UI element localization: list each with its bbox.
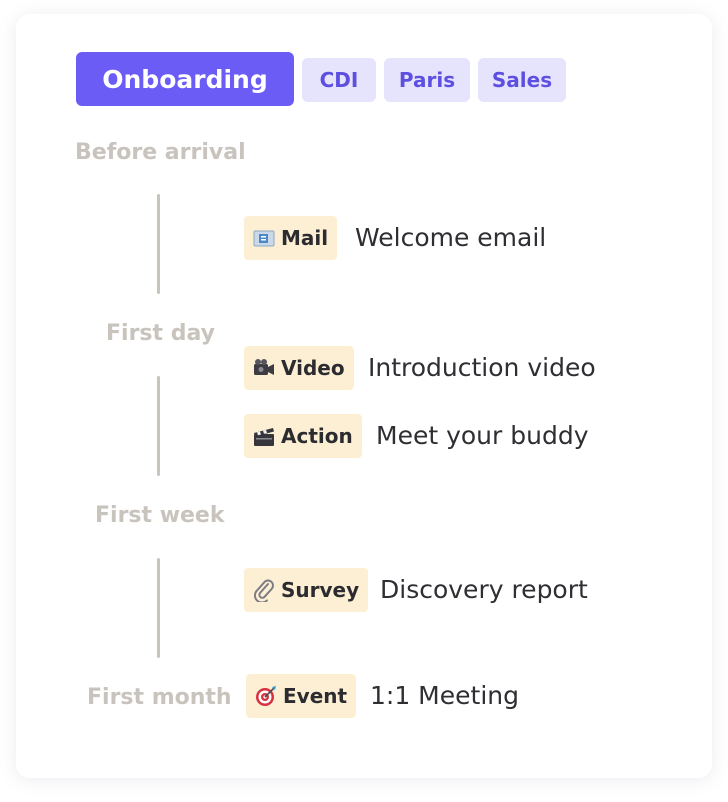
step-type-badge-mail[interactable]: Mail xyxy=(244,216,338,260)
step-type-badge-event[interactable]: Event xyxy=(246,674,357,718)
tag-paris[interactable]: Paris xyxy=(384,58,470,102)
step-title-welcome-email[interactable]: Welcome email xyxy=(355,223,547,252)
step-title-meet-your-buddy[interactable]: Meet your buddy xyxy=(376,421,589,450)
onboarding-title: Onboarding xyxy=(102,64,268,94)
tag-cdi[interactable]: CDI xyxy=(302,58,376,102)
phase-label-first-week: First week xyxy=(95,503,225,528)
step-type-badge-video[interactable]: Video xyxy=(244,346,354,390)
step-title-introduction-video[interactable]: Introduction video xyxy=(368,353,596,382)
onboarding-title-tag[interactable]: Onboarding xyxy=(76,52,294,106)
phase-label-before-arrival: Before arrival xyxy=(75,140,246,165)
step-type-label: Event xyxy=(283,684,348,708)
target-icon xyxy=(254,684,278,708)
tag-label: Sales xyxy=(491,68,553,92)
phase-label-first-month: First month xyxy=(87,685,232,710)
clapperboard-icon xyxy=(252,424,276,448)
tag-sales[interactable]: Sales xyxy=(478,58,566,102)
step-title-one-on-one-meeting[interactable]: 1:1 Meeting xyxy=(370,681,519,710)
mail-icon xyxy=(252,226,276,250)
onboarding-card xyxy=(16,14,712,778)
timeline-line xyxy=(157,558,160,658)
timeline-line xyxy=(157,376,160,476)
step-type-badge-action[interactable]: Action xyxy=(244,414,362,458)
step-type-label: Survey xyxy=(281,578,360,602)
tag-label: CDI xyxy=(319,68,359,92)
video-camera-icon xyxy=(252,356,276,380)
step-type-label: Action xyxy=(281,424,353,448)
timeline-line xyxy=(157,194,160,294)
step-type-label: Video xyxy=(281,356,345,380)
phase-label-first-day: First day xyxy=(106,321,215,346)
step-type-label: Mail xyxy=(281,226,329,250)
tag-label: Paris xyxy=(398,68,456,92)
paperclip-icon xyxy=(252,578,276,604)
step-type-badge-survey[interactable]: Survey xyxy=(244,568,369,612)
step-title-discovery-report[interactable]: Discovery report xyxy=(380,575,588,604)
